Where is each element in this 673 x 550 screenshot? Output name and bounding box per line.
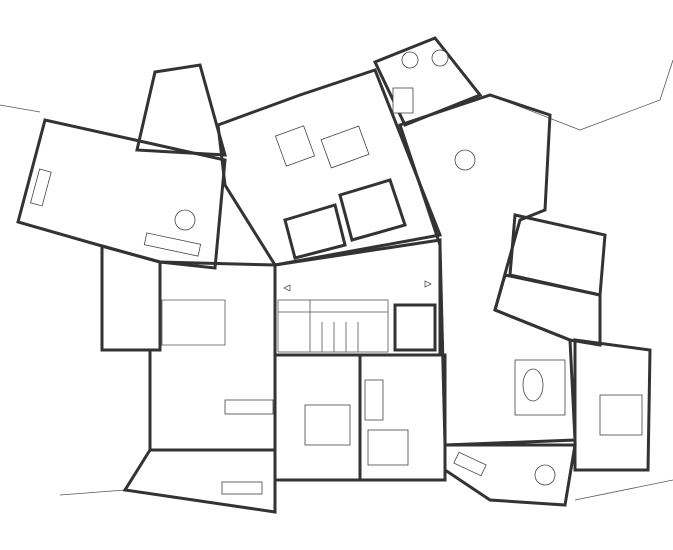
upper-middle-block: [216, 68, 443, 267]
bathroom-right: [508, 213, 607, 297]
furniture: [30, 49, 556, 495]
staircase: [277, 299, 389, 353]
bathroom-upper-a: [283, 203, 347, 260]
arrow-left-icon: [283, 284, 291, 292]
hall-right: [493, 273, 602, 347]
terrace-bottom-right: [443, 443, 577, 507]
elevator: [393, 303, 437, 352]
terrace-bottom-left: [122, 448, 277, 514]
site-line: [0, 59, 673, 501]
left-wing: [16, 63, 277, 514]
lower-middle-rooms: [273, 353, 447, 482]
bathroom-left: [100, 244, 162, 352]
bath-lower-left: [161, 299, 226, 346]
bedroom-right: [573, 338, 652, 472]
left-lower-living: [148, 260, 277, 452]
arrow-right-icon: [424, 280, 432, 288]
right-wing: [372, 36, 652, 507]
bathroom-upper-b: [338, 178, 407, 242]
top-terrace-left: [135, 63, 228, 157]
upper-rooms: [216, 68, 443, 267]
